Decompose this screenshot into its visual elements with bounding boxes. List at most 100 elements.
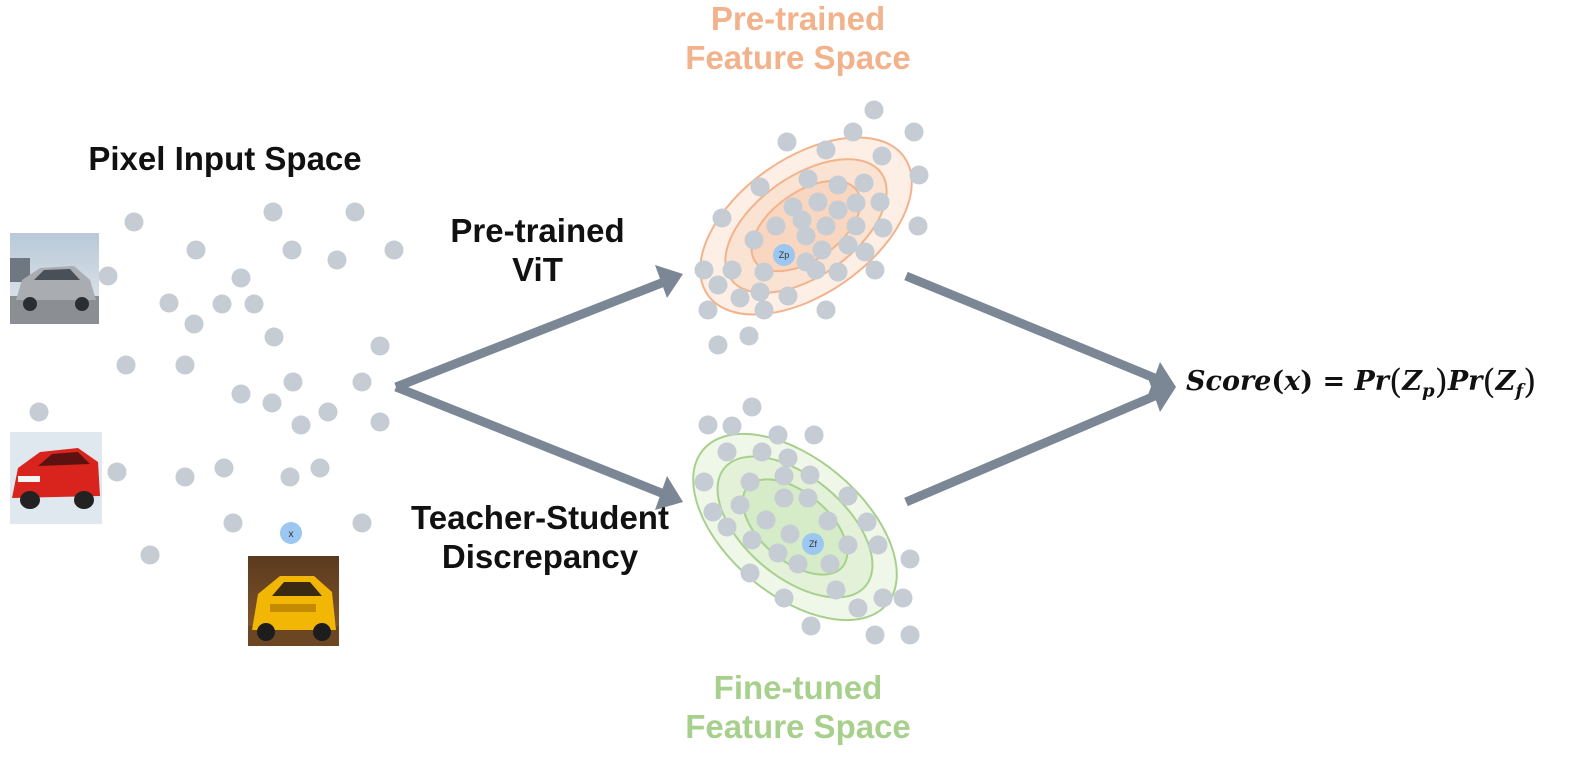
pretrained-point — [730, 288, 750, 308]
finetuned-point — [818, 511, 838, 531]
pretrained-center-marker: Zp — [773, 244, 795, 266]
pretrained-point — [816, 216, 836, 236]
pixel-point — [214, 458, 234, 478]
pixel-space-title: Pixel Input Space — [88, 140, 362, 177]
pixel-point — [262, 393, 282, 413]
pretrained-point — [870, 192, 890, 212]
pretrained-point — [855, 242, 875, 262]
pixel-point — [231, 384, 251, 404]
pretrained-point — [777, 132, 797, 152]
finetuned-point — [873, 588, 893, 608]
finetuned-space-line2: Feature Space — [685, 707, 911, 745]
formula-pr-1: Pr — [1354, 366, 1389, 397]
finetuned-point — [742, 397, 762, 417]
formula-sub-f: f — [1515, 380, 1524, 402]
pretrained-point — [698, 300, 718, 320]
pretrained-center-label: Zp — [779, 250, 790, 260]
pixel-point — [291, 415, 311, 435]
pretrained-point — [873, 218, 893, 238]
pretrained-point — [754, 300, 774, 320]
pixel-point — [124, 212, 144, 232]
pretrained-point — [792, 210, 812, 230]
input-point-marker: x — [280, 522, 302, 544]
car-image-silver — [10, 233, 99, 324]
pretrained-cluster — [694, 100, 929, 355]
pretrained-point — [806, 260, 826, 280]
pixel-point — [98, 266, 118, 286]
arrow-finetuned-to-score — [904, 390, 1159, 507]
pixel-point — [352, 513, 372, 533]
finetuned-point — [838, 486, 858, 506]
finetuned-point — [740, 472, 760, 492]
finetuned-point — [703, 502, 723, 522]
finetuned-point — [893, 588, 913, 608]
pretrained-space-line1: Pre-trained — [710, 0, 886, 37]
input-point-label: x — [289, 529, 294, 540]
pixel-point — [186, 240, 206, 260]
finetuned-point — [722, 416, 742, 436]
pretrained-feature-points — [694, 100, 929, 355]
finetuned-point — [768, 543, 788, 563]
formula-sub-p: p — [1421, 380, 1435, 402]
finetuned-point — [756, 510, 776, 530]
finetuned-point — [774, 588, 794, 608]
pixel-point — [384, 240, 404, 260]
pixel-point — [263, 202, 283, 222]
pixel-point — [352, 372, 372, 392]
pixel-point — [327, 250, 347, 270]
finetuned-point — [717, 442, 737, 462]
finetuned-point — [800, 465, 820, 485]
pretrained-vit-line1: Pre-trained — [450, 212, 625, 249]
finetuned-point — [694, 472, 714, 492]
pretrained-vit-label: Pre-trained ViT — [410, 212, 665, 290]
pixel-point — [116, 355, 136, 375]
pretrained-point — [766, 216, 786, 236]
formula-z-2: Z — [1495, 366, 1516, 397]
arrow-pretrained-to-score — [904, 271, 1159, 384]
pretrained-point — [843, 122, 863, 142]
arrowhead-to-finetuned — [655, 476, 683, 510]
finetuned-space-line1: Fine-tuned — [713, 669, 883, 706]
finetuned-point — [730, 495, 750, 515]
finetuned-point — [798, 488, 818, 508]
pixel-point — [370, 336, 390, 356]
pretrained-point — [750, 177, 770, 197]
pretrained-point — [796, 226, 816, 246]
finetuned-point — [801, 616, 821, 636]
teacher-student-line1: Teacher-Student — [411, 499, 669, 536]
finetuned-point — [857, 512, 877, 532]
pretrained-point — [908, 216, 928, 236]
finetuned-point — [698, 415, 718, 435]
finetuned-feature-points — [694, 397, 920, 645]
finetuned-point — [742, 530, 762, 550]
pretrained-point — [872, 146, 892, 166]
finetuned-point — [848, 598, 868, 618]
pixel-point — [280, 467, 300, 487]
pixel-point — [159, 293, 179, 313]
teacher-student-line2: Discrepancy — [441, 537, 639, 575]
finetuned-center-label: Zf — [809, 539, 817, 549]
pretrained-point — [904, 122, 924, 142]
pixel-point — [29, 402, 49, 422]
pretrained-point — [846, 193, 866, 213]
finetuned-point — [778, 448, 798, 468]
pixel-point — [264, 327, 284, 347]
pixel-point — [370, 412, 390, 432]
pixel-point — [212, 294, 232, 314]
pixel-point — [231, 268, 251, 288]
pretrained-point — [909, 165, 929, 185]
pixel-point — [345, 202, 365, 222]
formula-arg: x — [1284, 366, 1301, 397]
pretrained-point — [808, 192, 828, 212]
pretrained-point — [816, 140, 836, 160]
pixel-point — [140, 545, 160, 565]
finetuned-point — [838, 535, 858, 555]
pretrained-point — [828, 175, 848, 195]
finetuned-point — [717, 517, 737, 537]
pretrained-point — [838, 235, 858, 255]
finetuned-point — [774, 488, 794, 508]
pixel-point — [310, 458, 330, 478]
pretrained-point — [708, 275, 728, 295]
finetuned-cluster — [692, 397, 920, 645]
